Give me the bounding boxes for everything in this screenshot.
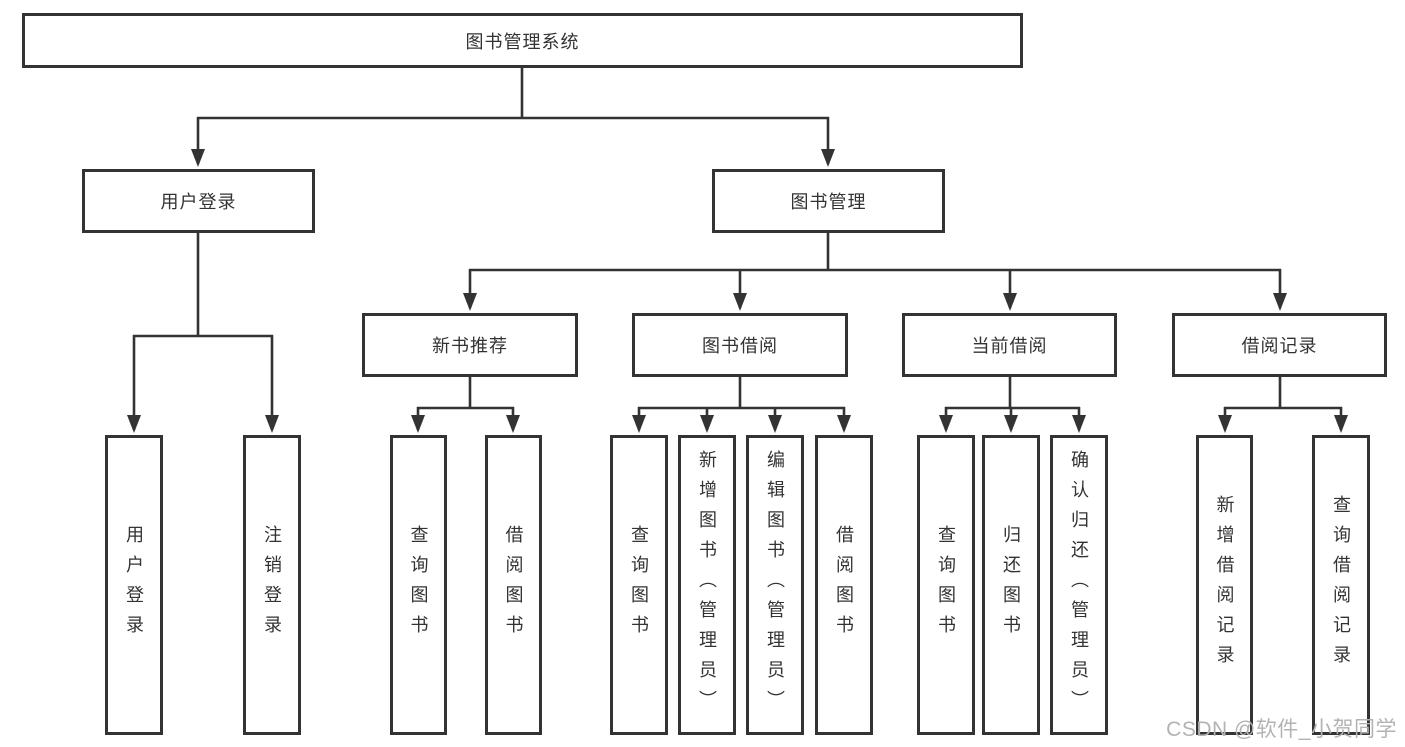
node-label: 借阅图书 <box>503 525 524 645</box>
node-leaf-edit-book-admin: 编辑图书（管理员） <box>746 435 804 735</box>
node-label: 查询借阅记录 <box>1331 495 1351 675</box>
node-label: 借阅记录 <box>1241 336 1318 356</box>
node-label: 新书推荐 <box>432 336 508 356</box>
node-label: 确认归还（管理员） <box>1069 450 1089 720</box>
node-label: 图书借阅 <box>702 336 778 356</box>
node-label: 查询图书 <box>408 525 429 645</box>
node-label: 用户登录 <box>160 192 237 212</box>
node-leaf-query-books-recommend: 查询图书 <box>390 435 447 735</box>
csdn-watermark: CSDN @软件_小贺同学 <box>1166 718 1397 741</box>
node-label: 用户登录 <box>124 525 144 645</box>
node-leaf-user-login: 用户登录 <box>105 435 163 735</box>
node-book-management: 图书管理 <box>712 169 945 233</box>
node-leaf-add-book-admin: 新增图书（管理员） <box>678 435 736 735</box>
node-label: 编辑图书（管理员） <box>765 450 785 720</box>
node-leaf-return-book: 归还图书 <box>982 435 1040 735</box>
node-label: 查询图书 <box>936 525 956 645</box>
node-label: 借阅图书 <box>834 525 854 645</box>
node-label: 注销登录 <box>262 525 282 645</box>
node-label: 归还图书 <box>1001 525 1021 645</box>
node-new-book-recommend: 新书推荐 <box>362 313 578 377</box>
node-leaf-borrow-books-recommend: 借阅图书 <box>485 435 542 735</box>
node-label: 当前借阅 <box>971 336 1048 356</box>
node-label: 新增借阅记录 <box>1214 495 1235 675</box>
node-system-root: 图书管理系统 <box>22 13 1023 68</box>
node-user-login: 用户登录 <box>82 169 315 233</box>
node-label: 查询图书 <box>629 525 649 645</box>
node-leaf-query-borrow-record: 查询借阅记录 <box>1312 435 1370 735</box>
node-leaf-query-books-current: 查询图书 <box>917 435 975 735</box>
node-leaf-add-borrow-record: 新增借阅记录 <box>1196 435 1253 735</box>
node-label: 图书管理 <box>790 192 867 212</box>
node-leaf-logout: 注销登录 <box>243 435 301 735</box>
node-label: 图书管理系统 <box>465 31 580 52</box>
node-label: 新增图书（管理员） <box>697 450 717 720</box>
node-leaf-query-books-borrow: 查询图书 <box>610 435 668 735</box>
node-leaf-confirm-return-admin: 确认归还（管理员） <box>1050 435 1108 735</box>
node-leaf-borrow-books: 借阅图书 <box>815 435 873 735</box>
node-current-borrow: 当前借阅 <box>902 313 1117 377</box>
node-book-borrow: 图书借阅 <box>632 313 848 377</box>
node-borrow-records: 借阅记录 <box>1172 313 1387 377</box>
